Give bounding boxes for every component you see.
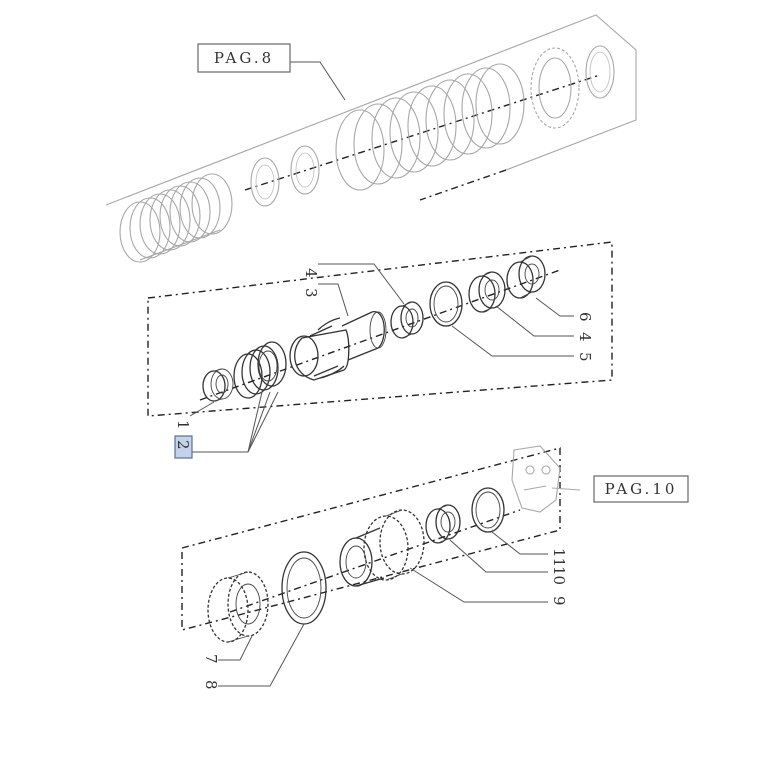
callout-2: 2 <box>174 440 192 450</box>
snap-ring-mid <box>429 281 463 327</box>
page-reference-top[interactable]: PAG.8 <box>197 43 291 73</box>
needle-bearing-small <box>202 368 234 402</box>
callout-7[interactable]: 7 <box>202 654 220 664</box>
housing-bracket <box>511 445 581 513</box>
spur-gear <box>207 571 269 643</box>
callout-10[interactable]: 10 <box>550 566 568 585</box>
gear-hub <box>339 509 425 587</box>
callout-1[interactable]: 1 <box>174 420 192 430</box>
callout-6[interactable]: 6 <box>576 312 594 322</box>
callout-8[interactable]: 8 <box>202 680 220 690</box>
callout-9[interactable]: 9 <box>550 596 568 606</box>
needle-bearing-mid <box>390 301 424 339</box>
clutch-pack-assembly <box>105 14 637 263</box>
callout-4-right[interactable]: 4 <box>576 332 594 342</box>
needle-bearing-right <box>468 271 506 313</box>
page-reference-right-label: PAG.10 <box>605 480 678 498</box>
thrust-washer <box>281 551 327 625</box>
hub-shaft <box>289 311 387 381</box>
callout-3[interactable]: 3 <box>302 288 320 298</box>
callout-labels: 4 3 6 4 5 1 2 11 10 9 7 8 <box>174 268 594 690</box>
callout-5[interactable]: 5 <box>576 352 594 362</box>
page-reference-right[interactable]: PAG.10 <box>593 475 689 503</box>
callout-11[interactable]: 11 <box>550 548 568 567</box>
page-reference-top-label: PAG.8 <box>214 49 274 67</box>
snap-ring-bottom <box>471 487 505 533</box>
callout-4[interactable]: 4 <box>302 268 320 278</box>
needle-bearing-end <box>506 255 546 299</box>
shaft-sub-assembly <box>147 241 613 453</box>
gear-sub-assembly <box>181 445 581 687</box>
callout-2-selected[interactable]: 2 <box>174 435 193 459</box>
needle-bearing-bottom <box>425 504 461 544</box>
spring-set <box>233 341 287 399</box>
